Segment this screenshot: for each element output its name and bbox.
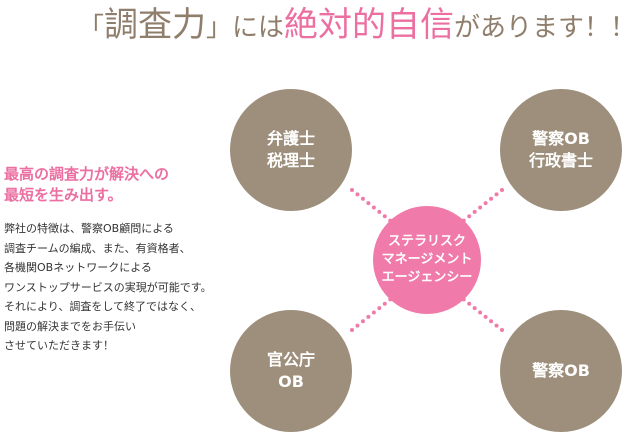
description-line: 問題の解決までをお手伝い [4, 319, 136, 333]
description-line: 調査チームの編成、また、有資格者、 [4, 241, 191, 255]
node-label: 行政書士 [528, 151, 593, 170]
headline-tail: があります！！ [453, 13, 636, 43]
node-label: 弁護士 [266, 129, 315, 148]
description-line: させていただきます！ [4, 339, 114, 352]
connector-bottom-right [460, 296, 504, 332]
node-police-ob-scrivener: 警察OB 行政書士 [500, 89, 622, 211]
node-center-agency: ステラリスク マネージメント エージェンシー [373, 206, 481, 314]
node-police-ob: 警察OB [500, 310, 622, 432]
description-line: ワンストップサービスの実現が可能です。 [4, 280, 212, 294]
catch-copy-line: 最高の調査力が解決への [4, 165, 170, 183]
catch-copy: 最高の調査力が解決への 最短を生み出す。 [4, 164, 169, 206]
node-government-ob: 官公庁 OB [230, 310, 352, 432]
node-label: OB [278, 372, 304, 391]
description-line: それにより、調査をして終了ではなく、 [4, 300, 202, 313]
connector-top-left [350, 188, 394, 224]
headline-open-bracket: 「 [77, 13, 104, 43]
headline: 「調査力」には絶対的自信があります！！ [0, 2, 642, 48]
catch-copy-line: 最短を生み出す。 [4, 186, 123, 204]
headline-particle: には [231, 13, 284, 43]
center-label: マネージメント [381, 252, 473, 267]
node-label: 警察OB [532, 361, 590, 380]
headline-keyword: 調査力 [103, 5, 206, 45]
center-label: ステラリスク [387, 234, 466, 249]
node-label: 警察OB [532, 129, 590, 148]
headline-close-bracket: 」 [205, 13, 232, 43]
description-text: 弊社の特徴は、警察OB顧問による 調査チームの編成、また、有資格者、 各機関OB… [4, 219, 212, 356]
node-lawyer-tax-accountant: 弁護士 税理士 [230, 89, 352, 211]
center-label: エージェンシー [381, 270, 473, 285]
node-label: 税理士 [266, 151, 315, 170]
node-label: 官公庁 [266, 350, 315, 369]
connector-bottom-left [350, 296, 394, 332]
headline-emphasis: 絶対的自信 [283, 5, 454, 45]
description-line: 弊社の特徴は、警察OB顧問による [4, 222, 174, 235]
connector-top-right [460, 188, 504, 224]
description-line: 各機関OBネットワークによる [4, 261, 152, 274]
